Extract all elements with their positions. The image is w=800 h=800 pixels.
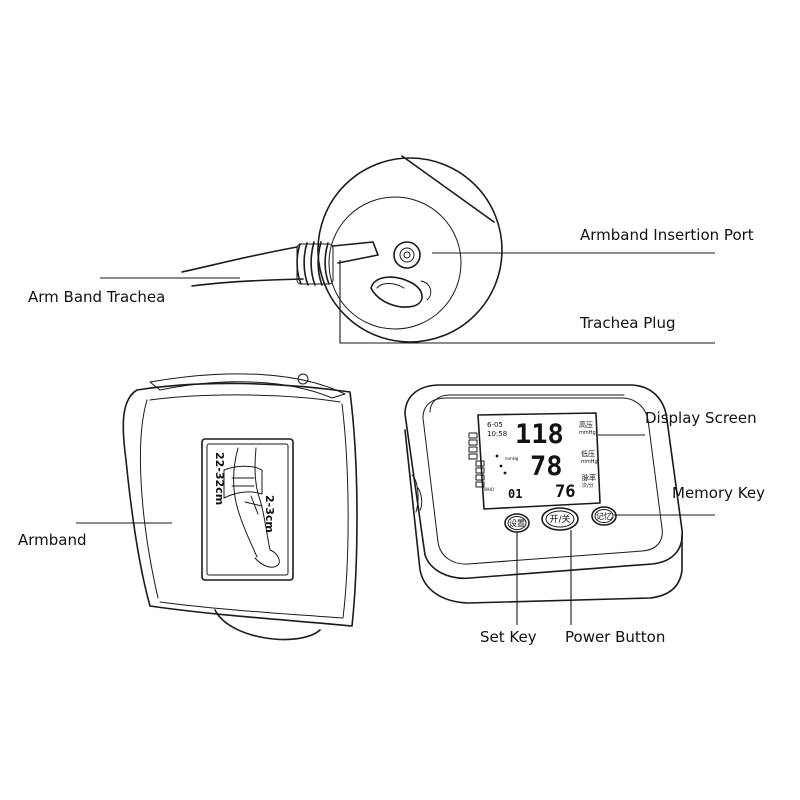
- lcd-pulse-label: 脉率: [582, 473, 596, 482]
- lcd-time: 10:58: [487, 430, 507, 438]
- leader-trachea-plug: [339, 260, 715, 344]
- label-arm-band-trachea: Arm Band Trachea: [28, 288, 165, 306]
- lcd-dia-unit: mmHg: [581, 459, 598, 465]
- closeup-edge-line: [401, 155, 495, 223]
- lcd-diastolic: 78: [530, 451, 563, 482]
- monitor-unit: 6-05 10:58 118 78 76 01 高压 mmHg 低压 mmHg …: [404, 384, 715, 625]
- lcd-display: 6-05 10:58 118 78 76 01 高压 mmHg 低压 mmHg …: [468, 412, 601, 510]
- label-set-key: Set Key: [480, 628, 537, 646]
- label-armband-insertion-port: Armband Insertion Port: [580, 226, 754, 244]
- memory-key-label: 记忆: [596, 511, 612, 521]
- arm-band-trachea-tube: [181, 241, 379, 287]
- label-memory-key: Memory Key: [672, 484, 765, 502]
- lcd-who-bar: [468, 432, 485, 488]
- set-key[interactable]: 设置: [504, 513, 530, 533]
- lcd-pulse: 76: [555, 482, 575, 502]
- label-armband: Armband: [18, 531, 87, 549]
- label-trachea-plug: Trachea Plug: [579, 314, 676, 332]
- power-button[interactable]: 开/关: [541, 507, 579, 531]
- label-power-button: Power Button: [565, 628, 665, 646]
- lcd-scale-unit: mmHg: [505, 456, 519, 461]
- arm-illustration: [223, 447, 280, 568]
- armband-cuff: 22-32cm 2-3cm: [76, 373, 358, 641]
- cuff-size-range: 22-32cm: [213, 452, 226, 505]
- label-display-screen: Display Screen: [645, 409, 757, 427]
- closeup-inner-circle: [328, 196, 462, 330]
- lcd-date: 6-05: [487, 421, 503, 429]
- closeup-outer-circle: [317, 157, 503, 343]
- set-key-label: 设置: [509, 518, 525, 528]
- lcd-sys-label: 高压: [579, 420, 593, 429]
- lcd-sys-unit: mmHg: [579, 430, 596, 436]
- connector-closeup: [100, 155, 715, 344]
- lcd-who-label: WHO: [484, 487, 494, 492]
- cuff-offset: 2-3cm: [263, 495, 276, 533]
- trachea-plug: [370, 276, 432, 308]
- power-button-label: 开/关: [549, 513, 570, 525]
- insertion-port: [393, 241, 421, 269]
- lcd-dia-label: 低压: [581, 449, 595, 458]
- memory-key[interactable]: 记忆: [591, 506, 617, 526]
- lcd-memory-number: 01: [508, 487, 522, 501]
- cuff-instruction-panel: [201, 438, 294, 581]
- lcd-systolic: 118: [515, 419, 564, 450]
- lcd-pulse-unit: 次/分: [582, 482, 594, 489]
